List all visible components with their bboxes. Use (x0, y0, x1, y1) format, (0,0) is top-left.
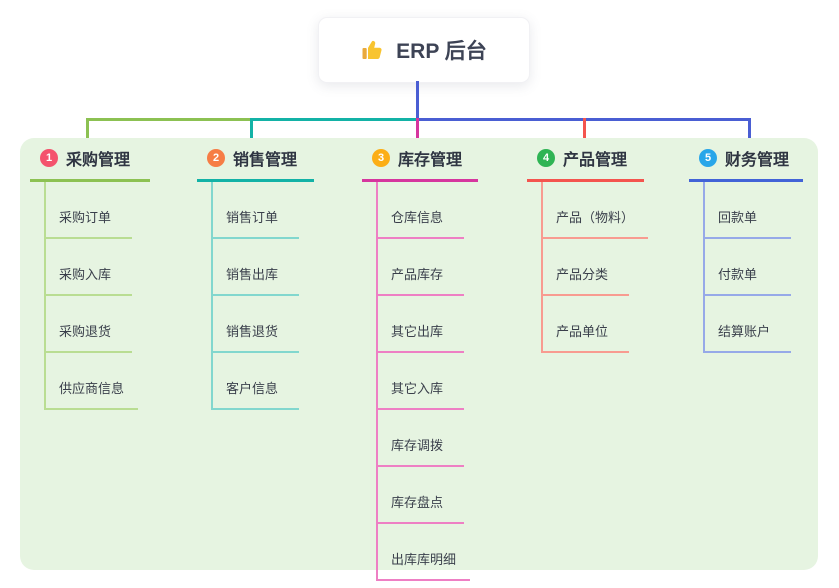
node-payment-bill[interactable]: 付款单 (705, 239, 791, 296)
column-title: 财务管理 (725, 152, 790, 169)
branch-line-1 (86, 118, 252, 121)
items-group: 采购订单 采购入库 采购退货 供应商信息 (44, 182, 150, 410)
badge-2: 2 (207, 149, 225, 167)
branch-drop-2 (250, 118, 253, 148)
node-supplier-info[interactable]: 供应商信息 (46, 353, 139, 410)
node-outbound-detail[interactable]: 出库库明细 (378, 524, 471, 581)
branch-drop-1 (86, 118, 89, 148)
branch-line-2 (252, 118, 417, 121)
column-sales: 2 销售管理 销售订单 销售出库 销售退货 客户信息 (197, 146, 314, 410)
items-group: 仓库信息 产品库存 其它出库 其它入库 库存调拨 库存盘点 出库库明细 (376, 182, 478, 581)
node-sales-return[interactable]: 销售退货 (213, 296, 299, 353)
branch-drop-3 (416, 118, 419, 148)
badge-1: 1 (40, 149, 58, 167)
node-product-category[interactable]: 产品分类 (543, 239, 629, 296)
column-header-sales[interactable]: 2 销售管理 (197, 146, 314, 182)
node-stock-transfer[interactable]: 库存调拨 (378, 410, 464, 467)
badge-3: 3 (372, 149, 390, 167)
column-header-product[interactable]: 4 产品管理 (527, 146, 644, 182)
column-header-inventory[interactable]: 3 库存管理 (362, 146, 478, 182)
column-finance: 5 财务管理 回款单 付款单 结算账户 (689, 146, 803, 353)
node-purchase-return[interactable]: 采购退货 (46, 296, 132, 353)
badge-5: 5 (699, 149, 717, 167)
node-product-stock[interactable]: 产品库存 (378, 239, 464, 296)
column-inventory: 3 库存管理 仓库信息 产品库存 其它出库 其它入库 库存调拨 库存盘点 出库库… (362, 146, 478, 581)
node-sales-order[interactable]: 销售订单 (213, 182, 299, 239)
column-title: 采购管理 (66, 152, 131, 169)
node-settlement-account[interactable]: 结算账户 (705, 296, 791, 353)
trunk-line (416, 81, 419, 120)
root-node-erp[interactable]: ERP 后台 (318, 17, 530, 83)
node-purchase-order[interactable]: 采购订单 (46, 182, 132, 239)
column-header-finance[interactable]: 5 财务管理 (689, 146, 803, 182)
branch-drop-4 (583, 118, 586, 148)
node-purchase-inbound[interactable]: 采购入库 (46, 239, 132, 296)
items-group: 产品（物料） 产品分类 产品单位 (541, 182, 649, 353)
thumbs-up-icon (361, 38, 385, 62)
branch-drop-5 (748, 118, 751, 148)
column-purchase: 1 采购管理 采购订单 采购入库 采购退货 供应商信息 (30, 146, 150, 410)
items-group: 销售订单 销售出库 销售退货 客户信息 (211, 182, 314, 410)
badge-4: 4 (537, 149, 555, 167)
node-other-outbound[interactable]: 其它出库 (378, 296, 464, 353)
modules-panel (20, 138, 818, 570)
node-product-unit[interactable]: 产品单位 (543, 296, 629, 353)
node-product-material[interactable]: 产品（物料） (543, 182, 649, 239)
items-group: 回款单 付款单 结算账户 (703, 182, 803, 353)
node-warehouse-info[interactable]: 仓库信息 (378, 182, 464, 239)
node-receipt-bill[interactable]: 回款单 (705, 182, 791, 239)
node-other-inbound[interactable]: 其它入库 (378, 353, 464, 410)
root-label: ERP 后台 (396, 40, 487, 63)
column-title: 销售管理 (233, 152, 298, 169)
column-title: 产品管理 (563, 152, 628, 169)
node-customer-info[interactable]: 客户信息 (213, 353, 299, 410)
column-title: 库存管理 (398, 152, 463, 169)
node-stock-taking[interactable]: 库存盘点 (378, 467, 464, 524)
column-header-purchase[interactable]: 1 采购管理 (30, 146, 150, 182)
node-sales-outbound[interactable]: 销售出库 (213, 239, 299, 296)
column-product: 4 产品管理 产品（物料） 产品分类 产品单位 (527, 146, 649, 353)
